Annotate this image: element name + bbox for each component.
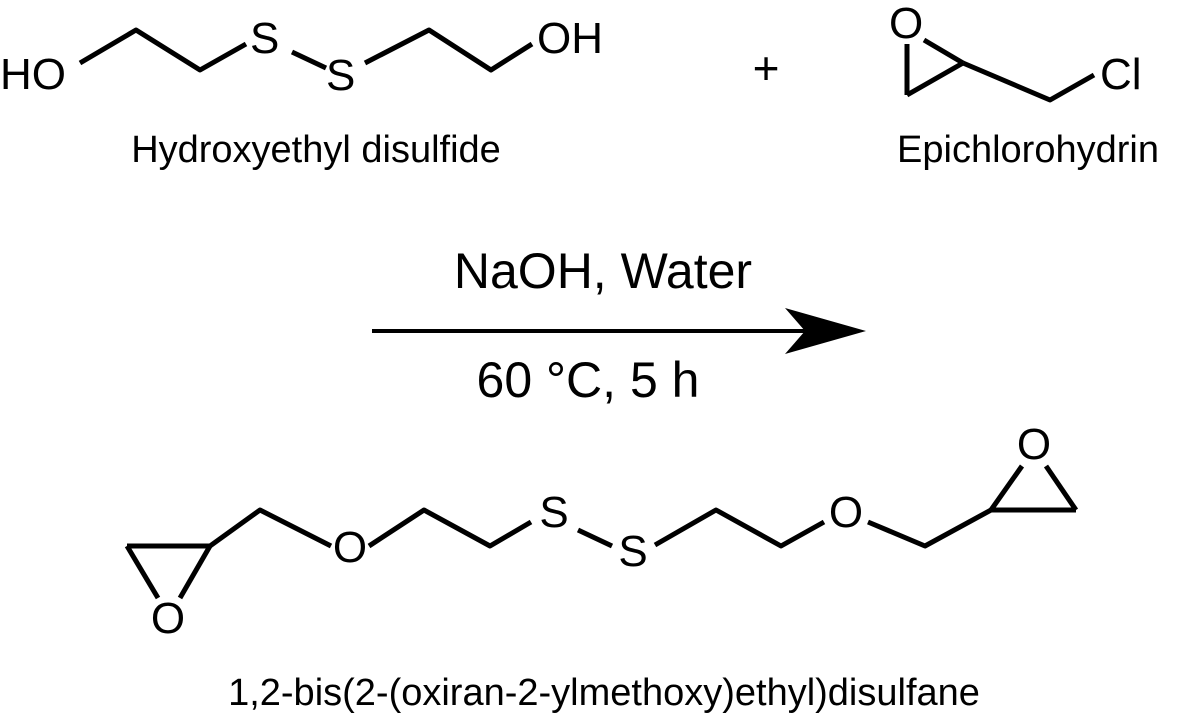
product-chain-right-2 [867,507,993,549]
product-atom-ether-o-left: O [333,523,367,572]
hydroxyethyl-disulfide-right-chain [363,27,534,73]
atom-label-s2: S [326,51,355,100]
reagents-label: NaOH, Water [454,243,752,299]
product-right-epoxide-bond-3 [1043,464,1079,512]
product-atom-epoxide-o-right: O [1017,420,1051,469]
disulfide-bond [290,49,328,71]
product-chain-left [208,507,333,549]
product-structure: O O S S O O 1,2-bis(2-(oxiran-2-ylmethox… [124,420,1079,714]
reaction-arrow-head [785,308,866,354]
product-disulfide-bond [576,527,614,549]
product-right-epoxide-bond-2 [988,464,1025,512]
atom-label-s1: S [250,14,279,63]
product-atom-ether-o-right: O [829,488,863,537]
atom-label-oh: OH [537,14,603,63]
product-name: 1,2-bis(2-(oxiran-2-ylmethoxy)ethyl)disu… [228,672,980,714]
atom-label-cl: Cl [1100,50,1142,99]
hydroxyethyl-disulfide-left-chain [78,27,248,73]
atom-label-ho: HO [0,50,66,99]
reactant-2-name: Epichlorohydrin [897,129,1159,171]
epoxide-ring-bond-ch-o [922,37,965,66]
product-atom-epoxide-o-left: O [151,594,185,643]
conditions-label: 60 °C, 5 h [477,352,700,408]
product-left-epoxide-bond-3 [177,544,213,600]
product-atom-s2: S [618,527,647,576]
reactant-epichlorohydrin: O Cl Epichlorohydrin [889,0,1159,171]
epoxide-ring-bond-ch2-ch [905,60,965,98]
reactant-hydroxyethyl-disulfide: HO S S OH Hydroxyethyl disulfide [0,14,603,171]
atom-label-epoxide-o: O [889,0,923,48]
product-chain-right [653,507,826,549]
product-left-epoxide-bond-2 [124,544,161,600]
chloromethyl-bond [962,60,1096,103]
product-chain-left-2 [367,507,533,549]
plus-sign: + [753,42,780,94]
reaction-arrow-group: NaOH, Water 60 °C, 5 h [372,243,866,408]
product-atom-s1: S [539,488,568,537]
reactant-1-name: Hydroxyethyl disulfide [131,129,501,171]
